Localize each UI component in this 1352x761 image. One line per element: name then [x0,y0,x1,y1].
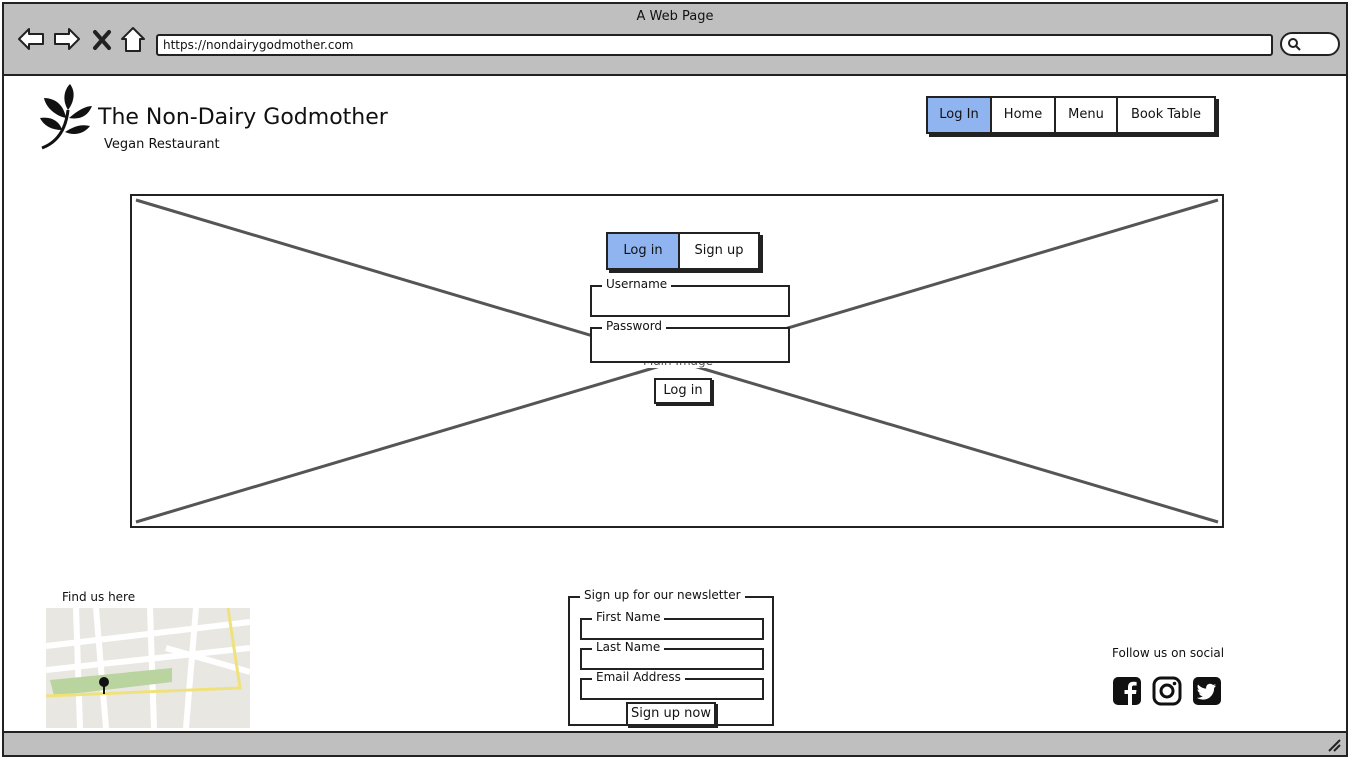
email-field[interactable]: Email Address [580,670,764,700]
nav-menu-button[interactable]: Menu [1056,98,1118,132]
search-icon [1288,38,1301,51]
newsletter-form: Sign up for our newsletter First Name La… [568,588,774,726]
site-title: The Non-Dairy Godmother [98,105,388,130]
first-name-label: First Name [592,610,665,624]
last-name-field[interactable]: Last Name [580,640,764,670]
nav-book-table-button[interactable]: Book Table [1130,107,1202,122]
password-input[interactable] [597,337,787,353]
facebook-icon[interactable] [1112,676,1142,706]
password-label: Password [602,319,667,333]
location-map[interactable] [46,608,250,728]
window-title: A Web Page [636,9,714,24]
tab-signup[interactable]: Sign up [694,243,744,258]
forward-arrow-icon[interactable] [52,24,82,54]
browser-search-field[interactable] [1280,32,1340,56]
login-submit-button[interactable]: Log in [654,378,712,404]
twitter-icon[interactable] [1192,676,1222,706]
first-name-field[interactable]: First Name [580,610,764,640]
newsletter-title: Sign up for our newsletter [580,588,745,602]
find-us-label: Find us here [62,590,136,604]
tab-login[interactable]: Log in [608,234,680,268]
nav-home-button[interactable]: Home [992,98,1056,132]
home-icon[interactable] [118,24,148,54]
follow-label: Follow us on social [1112,646,1225,660]
newsletter-submit-button[interactable]: Sign up now [626,702,716,726]
auth-tabs: Log in Sign up [606,232,760,270]
main-nav: Log In Home Menu Book Table [926,96,1216,134]
last-name-label: Last Name [592,640,665,654]
browser-toolbar: A Web Page https://nondairygodmother.com [4,4,1346,76]
resize-grip-icon[interactable] [1326,737,1342,753]
password-field[interactable]: Password [590,319,790,363]
email-label: Email Address [592,670,685,684]
leaf-logo-icon [40,84,92,150]
username-input[interactable] [597,295,787,311]
back-arrow-icon[interactable] [16,24,46,54]
site-subtitle: Vegan Restaurant [104,137,220,152]
browser-status-bar [4,731,1346,755]
instagram-icon[interactable] [1152,676,1182,706]
nav-login-button[interactable]: Log In [928,98,992,132]
url-bar[interactable]: https://nondairygodmother.com [156,34,1273,56]
username-label: Username [602,277,672,291]
username-field[interactable]: Username [590,277,790,317]
stop-icon[interactable] [90,24,114,54]
map-image [46,608,250,728]
